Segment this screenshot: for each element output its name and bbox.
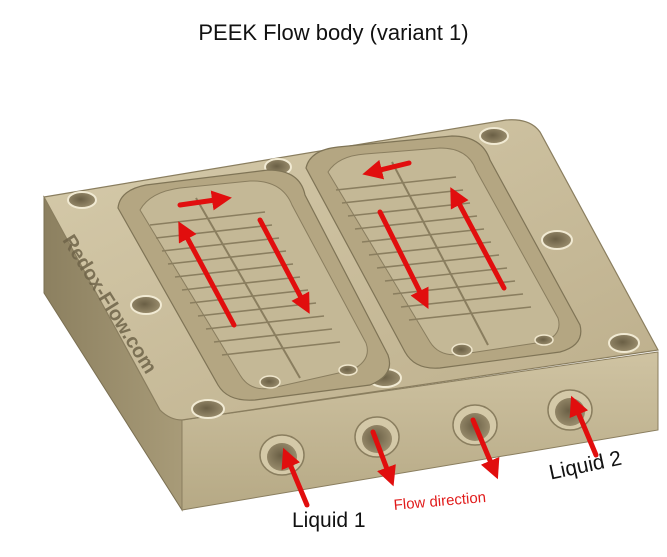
flow-arrow <box>177 190 232 211</box>
flow-arrow <box>257 217 310 314</box>
bolt-hole <box>479 127 509 145</box>
flow-arrow <box>569 395 599 458</box>
flow-arrow <box>362 159 412 180</box>
flow-arrow <box>281 447 310 508</box>
flow-arrow <box>450 187 507 291</box>
bolt-hole <box>541 230 573 250</box>
flow-arrow <box>370 429 396 487</box>
bolt-hole <box>67 191 97 209</box>
bolt-holes <box>67 127 640 419</box>
flow-arrow <box>377 209 429 309</box>
label-liquid-1: Liquid 1 <box>292 509 366 532</box>
figure-title: PEEK Flow body (variant 1) <box>198 20 469 45</box>
bolt-hole <box>130 295 162 315</box>
bolt-hole <box>191 399 225 419</box>
front-face <box>181 351 659 511</box>
flow-arrow <box>178 221 237 328</box>
flow-arrows <box>177 159 599 508</box>
bolt-hole <box>608 333 640 353</box>
right-flow-cell <box>305 135 582 369</box>
flow-arrow <box>470 417 500 480</box>
